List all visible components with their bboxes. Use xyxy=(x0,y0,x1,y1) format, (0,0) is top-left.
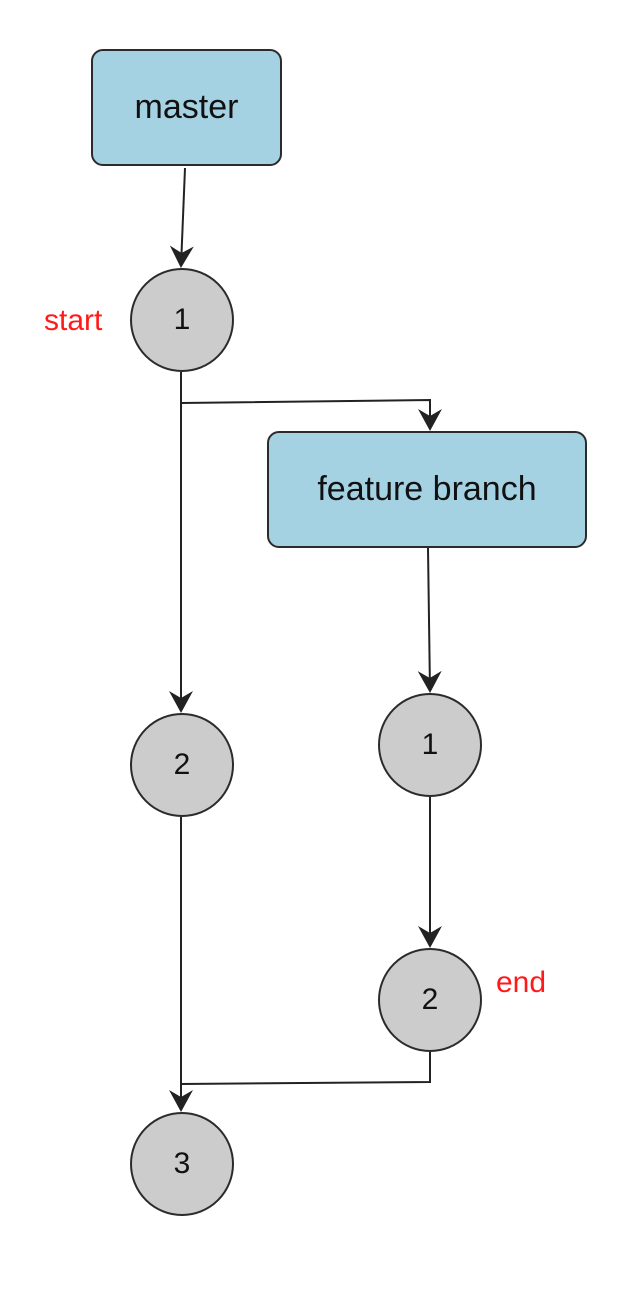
start-annotation: start xyxy=(44,304,103,337)
feature-commit-2: 2 xyxy=(378,948,482,1052)
edge-feature-to-feature-commit-1 xyxy=(417,547,442,693)
master-branch-box: master xyxy=(91,49,282,166)
master-commit-2: 2 xyxy=(130,713,234,817)
end-annotation: end xyxy=(496,966,547,999)
edge-branch-off-to-feature xyxy=(180,398,442,431)
feature-commit-1: 1 xyxy=(378,693,482,797)
feature-branch-box: feature branch xyxy=(267,431,587,548)
commit-label: 3 xyxy=(173,1147,191,1180)
feature-branch-label: feature branch xyxy=(317,470,537,508)
commit-label: 2 xyxy=(421,983,439,1016)
edge-merge-into-master xyxy=(180,1052,431,1085)
commit-label: 1 xyxy=(173,303,191,336)
master-commit-3: 3 xyxy=(130,1112,234,1216)
master-commit-1: 1 xyxy=(130,268,234,372)
master-branch-label: master xyxy=(134,88,239,126)
edge-master-to-commit-1 xyxy=(169,167,194,268)
commit-label: 2 xyxy=(173,748,191,781)
commit-label: 1 xyxy=(421,728,439,761)
